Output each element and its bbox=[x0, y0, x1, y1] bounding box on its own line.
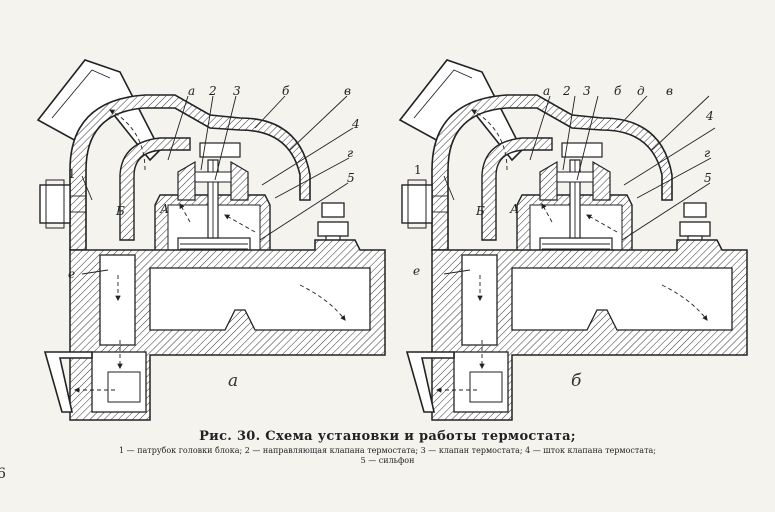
right-label-b: б bbox=[614, 84, 622, 98]
thermostat-diagram: а 2 3 б в 4 г 5 1 Б А е а а 2 3 б д в 4 … bbox=[0, 0, 775, 430]
left-label-B: Б bbox=[115, 204, 125, 218]
caption-title: Рис. 30. Схема установки и работы термос… bbox=[199, 429, 576, 444]
right-label-1: 1 bbox=[414, 163, 422, 177]
caption-legend-line-2: 5 — сильфон bbox=[360, 456, 415, 465]
right-label-v: в bbox=[666, 84, 673, 98]
left-label-b: б bbox=[282, 84, 290, 98]
right-label-A: А bbox=[509, 202, 519, 216]
left-label-v: в bbox=[344, 84, 351, 98]
right-label-5: 5 bbox=[704, 171, 712, 185]
right-label-e: е bbox=[413, 264, 420, 278]
caption-legend: 1 — патрубок головки блока; 2 — направля… bbox=[0, 446, 775, 466]
left-label-a: а bbox=[188, 84, 195, 98]
figure-caption: Рис. 30. Схема установки и работы термос… bbox=[0, 429, 775, 466]
right-label-3: 3 bbox=[583, 84, 591, 98]
left-label-A: А bbox=[159, 202, 169, 216]
right-label-2: 2 bbox=[562, 84, 571, 98]
left-view-label: а bbox=[228, 371, 238, 391]
right-view-labels: а 2 3 б д в 4 г 5 1 Б А е б bbox=[413, 84, 714, 391]
left-label-1: 1 bbox=[68, 167, 76, 181]
left-label-2: 2 bbox=[208, 84, 217, 98]
right-label-a: а bbox=[543, 84, 550, 98]
left-label-4: 4 bbox=[351, 117, 360, 131]
right-assembly-drawing bbox=[400, 60, 747, 420]
page-number: 6 bbox=[0, 466, 6, 482]
caption-legend-line-1: 1 — патрубок головки блока; 2 — направля… bbox=[119, 446, 656, 455]
right-label-B: Б bbox=[475, 204, 485, 218]
right-label-d: д bbox=[637, 84, 645, 98]
left-view-labels: а 2 3 б в 4 г 5 1 Б А е а bbox=[68, 84, 360, 391]
left-label-e: е bbox=[68, 267, 75, 281]
left-label-g: г bbox=[347, 146, 353, 160]
left-label-3: 3 bbox=[233, 84, 241, 98]
left-assembly-drawing bbox=[38, 60, 385, 420]
left-label-5: 5 bbox=[347, 171, 355, 185]
right-view-label: б bbox=[571, 371, 582, 391]
right-label-g: г bbox=[704, 146, 710, 160]
right-label-4: 4 bbox=[705, 109, 714, 123]
